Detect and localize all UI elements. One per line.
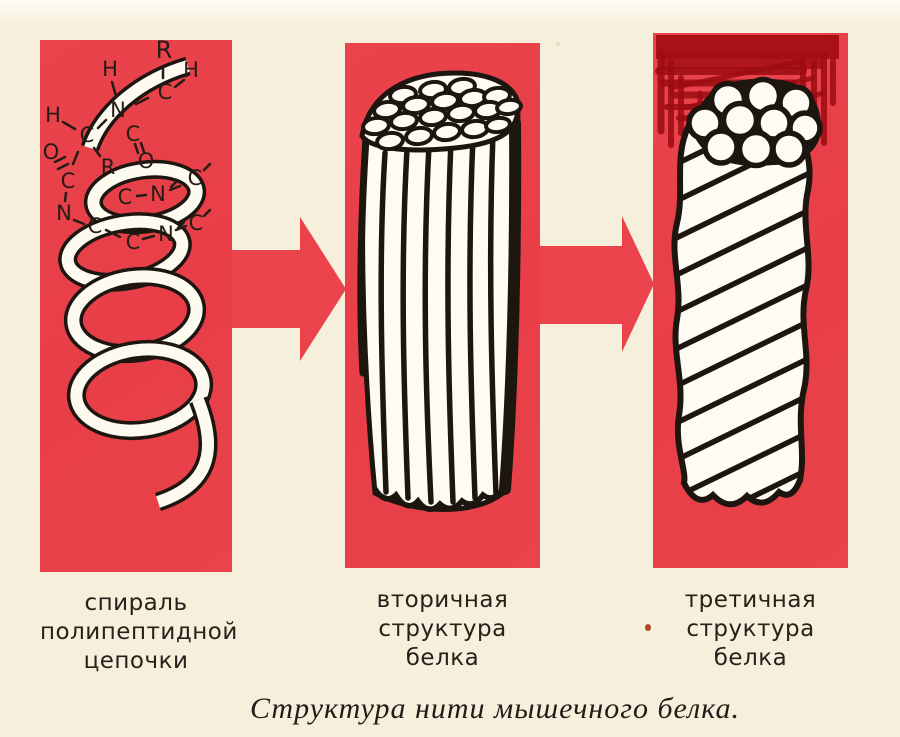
paper-speck bbox=[645, 624, 651, 631]
chem-letter-N: N bbox=[110, 98, 126, 122]
twisted-rope bbox=[671, 76, 823, 508]
paper-highlight-strip bbox=[0, 0, 900, 26]
chem-letter-H: H bbox=[183, 58, 199, 82]
chem-bond bbox=[134, 96, 150, 106]
fiber-top-ellipses bbox=[361, 76, 523, 152]
panel-secondary-structure bbox=[345, 43, 540, 568]
chem-bond bbox=[176, 220, 186, 230]
label-primary-structure: спираль полипептидной цепочки bbox=[40, 589, 238, 676]
chem-letter-R: R bbox=[101, 155, 116, 179]
chem-letter-C: C bbox=[80, 123, 95, 147]
fiber-bundle-drawing bbox=[357, 70, 523, 512]
chem-letter-C: C bbox=[126, 230, 141, 254]
chem-bond bbox=[139, 141, 146, 154]
rope-drawing bbox=[655, 35, 839, 508]
chem-bond bbox=[169, 179, 179, 189]
chem-bond bbox=[141, 234, 156, 241]
label-line: структура bbox=[378, 616, 507, 642]
chem-letter-R: R bbox=[156, 40, 173, 64]
chem-bond bbox=[96, 118, 108, 130]
chem-letter-N: N bbox=[56, 201, 72, 225]
chem-bond bbox=[135, 193, 148, 198]
label-line: третичная bbox=[684, 587, 817, 613]
chem-bond bbox=[133, 142, 140, 155]
chem-bond bbox=[174, 224, 188, 232]
rope-top-circles bbox=[686, 76, 823, 169]
label-line: цепочки bbox=[83, 648, 189, 674]
chem-letter-C: C bbox=[118, 185, 133, 209]
chem-bond bbox=[53, 155, 67, 164]
chem-bond bbox=[71, 150, 80, 166]
label-line: вторичная bbox=[376, 587, 509, 613]
paper-speck bbox=[556, 42, 560, 46]
chem-bond bbox=[202, 208, 212, 218]
chem-bond bbox=[202, 162, 212, 172]
marker-scribble bbox=[655, 35, 839, 154]
chem-letter-C: C bbox=[158, 80, 173, 104]
polypeptide-helix-ribbon bbox=[58, 56, 218, 512]
chem-bond bbox=[56, 162, 70, 171]
flow-arrow-2 bbox=[540, 216, 654, 352]
chem-letter-H: H bbox=[102, 57, 118, 81]
panel-tertiary-structure bbox=[653, 33, 848, 568]
label-tertiary-structure: третичная структура белка bbox=[653, 586, 848, 673]
chem-letter-C: C bbox=[126, 122, 141, 146]
label-line: спираль bbox=[84, 590, 188, 616]
label-line: полипептидной bbox=[40, 619, 238, 645]
chem-letter-N: N bbox=[158, 222, 174, 246]
flow-arrow-1 bbox=[232, 217, 346, 361]
chemical-bonds bbox=[53, 64, 212, 241]
fiber-bundle bbox=[357, 70, 523, 512]
chem-letter-C: C bbox=[88, 214, 103, 238]
chem-bond bbox=[168, 184, 182, 192]
chem-letter-O: O bbox=[138, 149, 155, 173]
figure-caption: Структура нити мышечного белка. bbox=[250, 692, 740, 725]
chem-letter-N: N bbox=[150, 182, 166, 206]
chem-bond bbox=[173, 78, 186, 89]
chem-bond bbox=[61, 120, 77, 131]
label-line: структура bbox=[686, 616, 815, 642]
label-line: белка bbox=[405, 645, 480, 671]
chem-letter-C: C bbox=[61, 169, 76, 193]
chem-bond bbox=[110, 80, 118, 98]
chem-letter-H: H bbox=[45, 103, 61, 127]
chem-bond bbox=[72, 218, 86, 226]
chem-bond bbox=[104, 228, 122, 239]
label-secondary-structure: вторичная структура белка bbox=[345, 586, 540, 673]
label-line: белка bbox=[713, 645, 788, 671]
chem-bond bbox=[63, 191, 68, 203]
chem-bond bbox=[92, 146, 102, 158]
chem-letter-C: C bbox=[188, 166, 203, 190]
chem-letter-C: C bbox=[189, 211, 204, 235]
chem-letter-O: O bbox=[43, 140, 60, 164]
